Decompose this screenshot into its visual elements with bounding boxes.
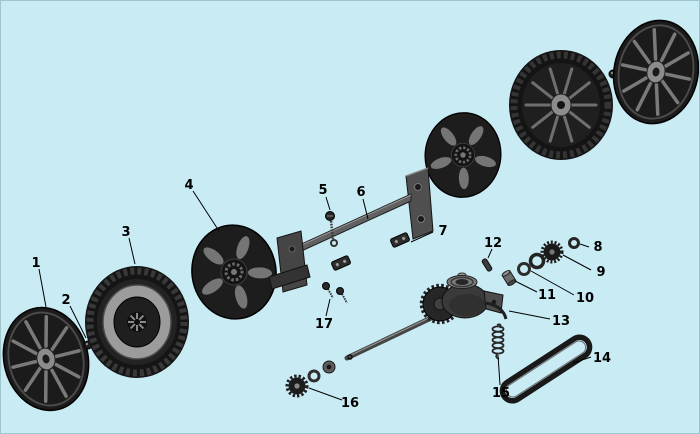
callout-17: 17 [315, 298, 333, 332]
leader-line [579, 243, 590, 248]
callout-2: 2 [61, 293, 87, 339]
clamp-bracket [390, 232, 410, 248]
callout-label: 9 [596, 265, 605, 280]
leader-line [362, 198, 369, 220]
leader-line [410, 231, 434, 243]
callout-3: 3 [121, 225, 136, 265]
wheel-dust-cover [184, 218, 284, 326]
axle-carrier-assembly [268, 167, 434, 293]
leader-line [497, 354, 501, 386]
callout-label: 8 [593, 240, 602, 255]
callout-label: 10 [576, 291, 594, 306]
callout-label: 7 [438, 224, 447, 239]
callout-7: 7 [410, 224, 448, 243]
mounting-screws [322, 282, 348, 304]
drive-belt [499, 334, 593, 404]
leader-line [38, 268, 47, 308]
leader-line [192, 190, 220, 232]
callout-label: 1 [31, 256, 40, 271]
callout-16: 16 [308, 387, 359, 411]
callout-5: 5 [318, 183, 331, 211]
transmission [419, 272, 508, 325]
callout-9: 9 [562, 254, 606, 280]
callout-10: 10 [530, 270, 594, 306]
leader-line [487, 248, 493, 259]
callout-1: 1 [31, 256, 47, 308]
callout-14: 14 [572, 351, 611, 366]
callout-label: 2 [61, 293, 70, 308]
right-tire [509, 50, 613, 160]
callout-12: 12 [484, 236, 502, 259]
right-spoked-wheel [602, 10, 699, 134]
callout-label: 11 [538, 288, 556, 303]
leader-line [325, 298, 331, 317]
callout-label: 3 [121, 225, 130, 240]
knurled-gear [540, 240, 564, 264]
leader-line [562, 254, 592, 271]
bushing [501, 270, 517, 286]
callout-label: 4 [184, 178, 193, 193]
callout-label: 5 [318, 183, 327, 198]
leader-line [514, 280, 538, 293]
idler-pulley-disc [419, 107, 507, 203]
carrier-bolt [325, 211, 338, 247]
washer [517, 252, 546, 276]
left-tire [85, 266, 189, 378]
leader-line [572, 356, 592, 364]
callout-15: 15 [492, 354, 510, 401]
callout-label: 16 [341, 396, 359, 411]
callout-label: 17 [315, 317, 333, 332]
callout-label: 15 [492, 386, 510, 401]
callout-11: 11 [514, 280, 556, 303]
callout-label: 14 [593, 351, 611, 366]
return-spring [491, 323, 505, 360]
leader-line [325, 196, 331, 211]
leader-line [128, 237, 136, 265]
pinion-gear [285, 360, 336, 398]
leader-line [530, 270, 575, 296]
callouts: 1 2 3 4 5 6 7 8 [31, 178, 611, 411]
leader-line [308, 387, 343, 401]
callout-label: 6 [356, 185, 365, 200]
callout-13: 13 [508, 310, 570, 329]
callout-label: 12 [484, 236, 502, 251]
callout-6: 6 [356, 185, 369, 220]
callout-4: 4 [184, 178, 220, 232]
left-spoked-wheel [1, 296, 102, 422]
callout-8: 8 [579, 240, 603, 255]
locknut [568, 237, 580, 249]
leader-line [508, 310, 551, 320]
callout-label: 13 [552, 314, 570, 329]
leader-line [69, 305, 87, 339]
drive-pin [481, 258, 493, 272]
